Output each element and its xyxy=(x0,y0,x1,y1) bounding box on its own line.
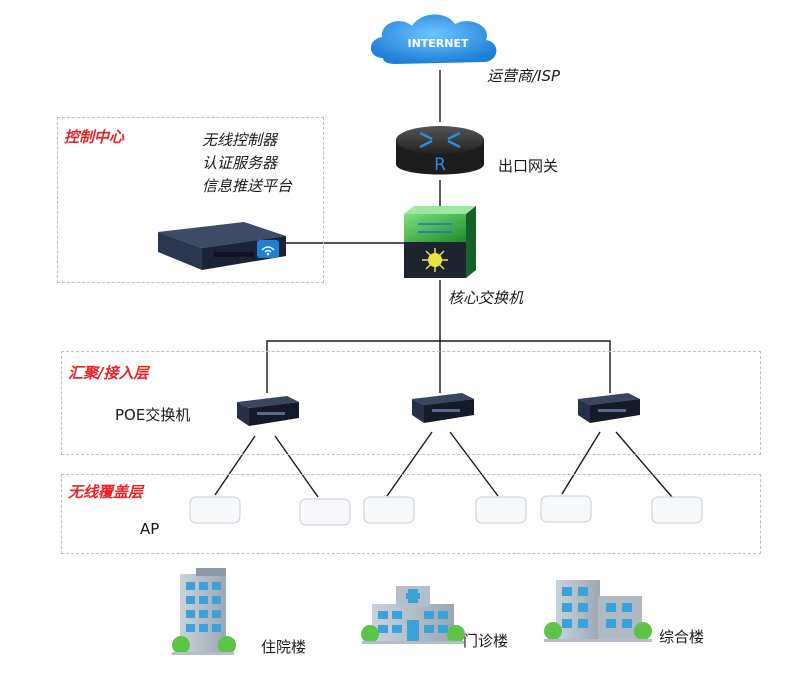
ap-4-icon xyxy=(475,496,527,524)
poe-switch-1-icon xyxy=(237,396,299,426)
complex-building-icon xyxy=(544,580,652,642)
service-auth-server: 认证服务器 xyxy=(202,154,278,172)
control-center-zone xyxy=(57,117,324,283)
service-wireless-controller: 无线控制器 xyxy=(202,131,278,149)
aggregation-zone xyxy=(61,351,761,455)
link-core-distribution xyxy=(266,340,611,393)
wireless-title: 无线覆盖层 xyxy=(68,483,144,501)
core-switch-icon xyxy=(404,206,476,278)
controller-server-icon xyxy=(158,222,286,270)
link-switch3-ap6 xyxy=(615,431,673,498)
building-label-outpatient: 门诊楼 xyxy=(463,632,509,650)
inpatient-building-icon xyxy=(172,568,236,655)
poe-switch-2-icon xyxy=(412,393,474,423)
gateway-label: 出口网关 xyxy=(498,157,559,175)
service-push-platform: 信息推送平台 xyxy=(202,177,293,195)
building-label-complex: 综合楼 xyxy=(659,628,705,646)
router-icon: R xyxy=(396,126,484,175)
core-switch-label: 核心交换机 xyxy=(448,289,524,307)
link-switch1-ap1 xyxy=(214,435,256,496)
ap-label: AP xyxy=(140,520,160,538)
building-label-inpatient: 住院楼 xyxy=(261,638,307,656)
links xyxy=(214,70,673,498)
ap-1-icon xyxy=(189,496,241,524)
link-switch1-ap2 xyxy=(274,435,319,498)
link-switch2-ap4 xyxy=(449,431,499,497)
link-switch2-ap3 xyxy=(386,431,433,497)
internet-cloud-icon: INTERNET xyxy=(370,14,497,64)
outpatient-building-icon xyxy=(361,586,465,644)
poe-switch-3-icon xyxy=(578,393,640,423)
poe-switch-label: POE交换机 xyxy=(115,406,191,424)
control-center-title: 控制中心 xyxy=(64,128,125,146)
ap-3-icon xyxy=(363,496,415,524)
ap-5-icon xyxy=(540,495,592,523)
ap-6-icon xyxy=(651,496,703,524)
ap-2-icon xyxy=(299,498,351,526)
isp-label: 运营商/ISP xyxy=(487,67,561,85)
link-switch3-ap5 xyxy=(561,431,601,495)
aggregation-title: 汇聚/接入层 xyxy=(68,364,149,382)
router-letter: R xyxy=(434,155,446,175)
internet-cloud-text: INTERNET xyxy=(407,37,469,50)
wireless-zone xyxy=(61,474,761,554)
access-points xyxy=(189,495,703,526)
